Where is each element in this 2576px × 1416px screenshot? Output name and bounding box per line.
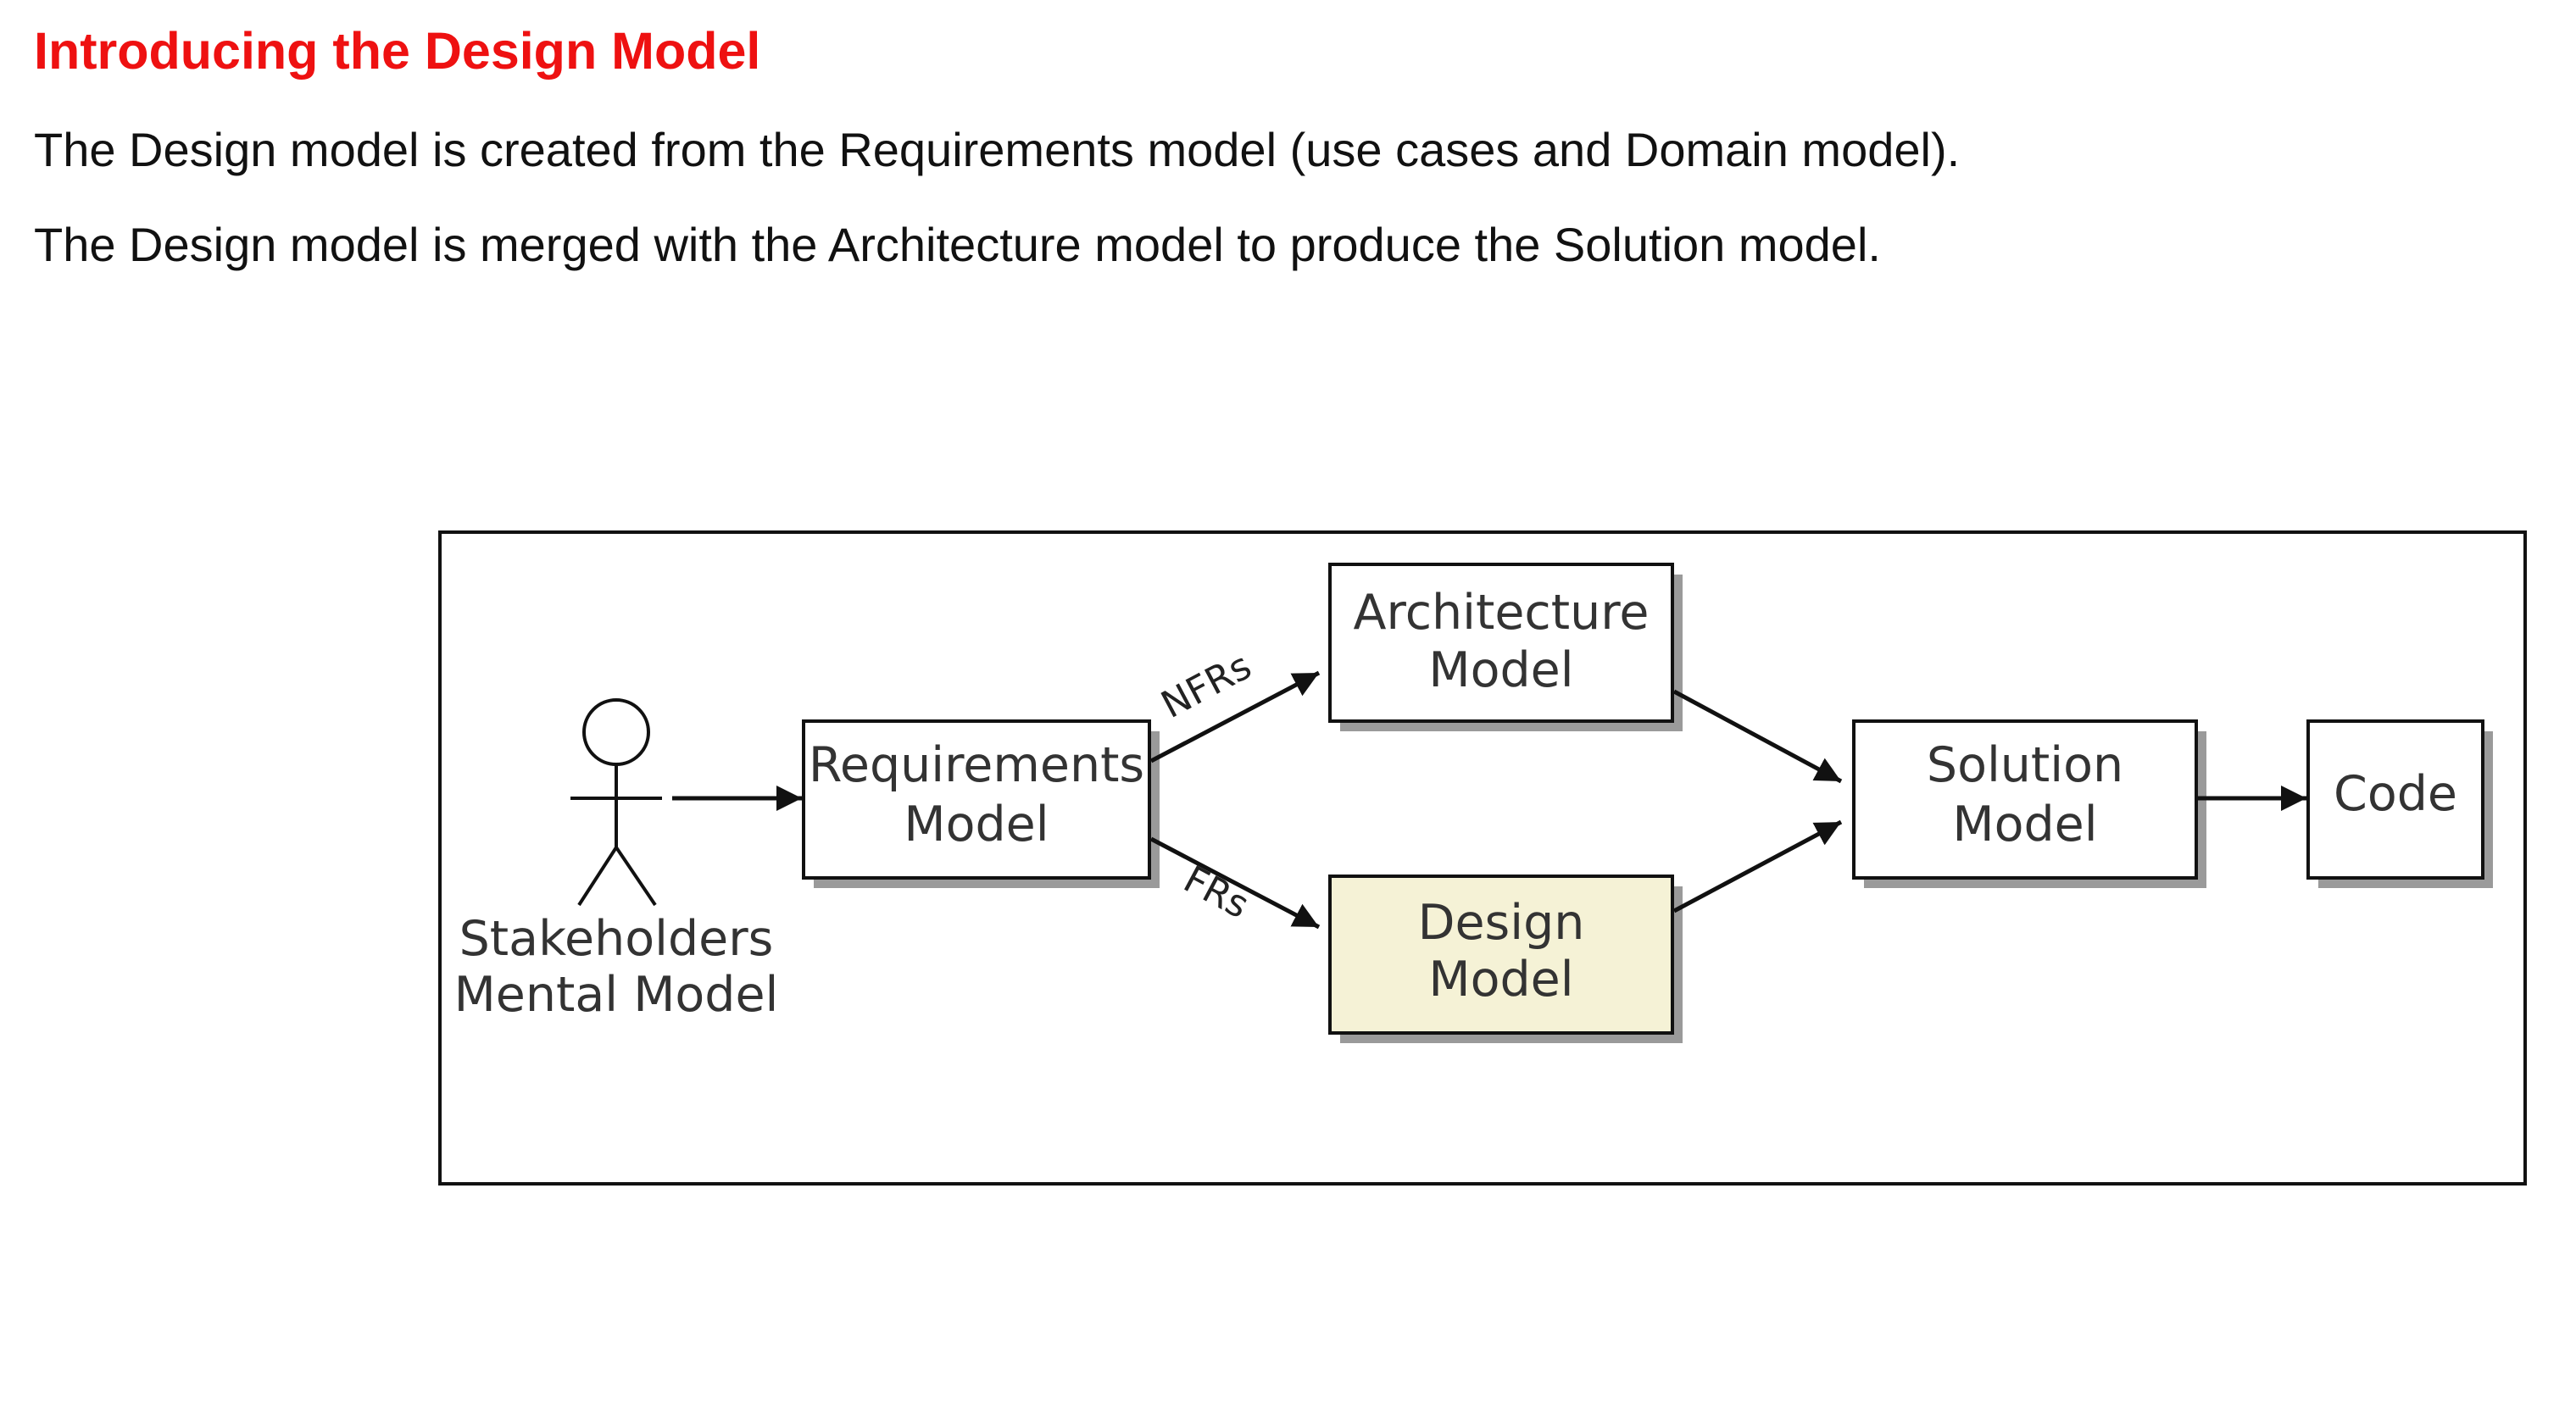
design-model-label-line1: Design xyxy=(1418,895,1585,951)
requirements-model-box xyxy=(802,719,1151,880)
diagram-arrows xyxy=(672,670,2306,930)
page-title: Introducing the Design Model xyxy=(34,22,761,80)
design-model-box xyxy=(1328,875,1674,1035)
requirements-model-label-line1: Requirements xyxy=(809,737,1144,793)
design-model-label-line2: Model xyxy=(1428,952,1573,1008)
stick-figure-icon xyxy=(570,698,662,907)
actor-label-line2: Mental Model xyxy=(454,967,779,1023)
code-label: Code xyxy=(2334,766,2457,822)
actor-label-line1: Stakeholders xyxy=(459,911,774,967)
arrow-architecture-to-solution xyxy=(1672,689,1843,784)
solution-model-label-line1: Solution xyxy=(1927,737,2123,793)
code-box xyxy=(2306,719,2484,880)
arrow-requirements-to-design xyxy=(1149,836,1321,930)
solution-model-label-line2: Model xyxy=(1952,797,2097,852)
intro-paragraph-1: The Design model is created from the Req… xyxy=(34,123,1961,176)
arrow-design-to-solution xyxy=(1672,819,1843,913)
architecture-model-label-line1: Architecture xyxy=(1354,585,1650,641)
intro-paragraph-2: The Design model is merged with the Arch… xyxy=(34,218,1881,271)
requirements-model-label-line2: Model xyxy=(904,797,1049,852)
arrow-requirements-to-architecture xyxy=(1149,670,1321,764)
solution-model-box xyxy=(1852,719,2198,880)
architecture-model-box xyxy=(1328,563,1674,723)
architecture-model-label-line2: Model xyxy=(1428,642,1573,698)
